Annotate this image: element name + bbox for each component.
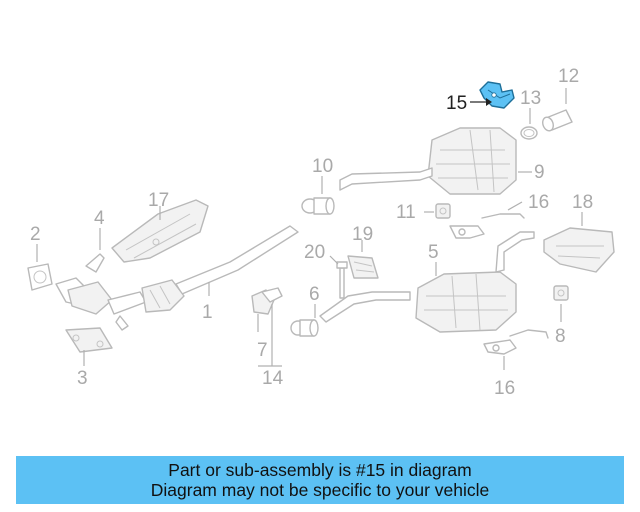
catalytic-converter-assembly[interactable] — [55, 277, 185, 331]
pipe-rear-link — [495, 231, 535, 273]
part-13-clamp[interactable] — [520, 126, 538, 140]
callout-9: 9 — [534, 162, 545, 183]
callout-7: 7 — [257, 340, 268, 361]
callout-12: 12 — [558, 66, 579, 87]
part-3-flange[interactable] — [65, 327, 113, 353]
callout-10: 10 — [312, 156, 333, 177]
part-17-heat-shield[interactable] — [111, 199, 209, 263]
callout-20: 20 — [304, 242, 325, 263]
pipe-intermediate-rear — [339, 167, 433, 191]
callout-17: 17 — [148, 190, 169, 211]
part-16-upper-bracket[interactable] — [449, 213, 525, 239]
part-19-heat-shield[interactable] — [347, 255, 379, 279]
callout-13: 13 — [520, 88, 541, 109]
part-11-rubber-mount[interactable] — [435, 203, 451, 219]
part-8-rubber-mount[interactable] — [553, 285, 569, 301]
part-2-gasket[interactable] — [27, 263, 53, 291]
callout-14: 14 — [262, 368, 284, 389]
part-6-flange[interactable] — [290, 319, 319, 337]
leader-20 — [329, 255, 339, 265]
banner-line-2: Diagram may not be specific to your vehi… — [150, 480, 490, 500]
part-7-bracket[interactable] — [251, 287, 283, 315]
callout-2: 2 — [30, 224, 41, 245]
part-9-rear-muffler[interactable] — [427, 127, 517, 195]
part-20-stud[interactable] — [336, 261, 348, 299]
part-4-bracket[interactable] — [85, 253, 105, 273]
callout-4: 4 — [94, 208, 105, 229]
pipe-front-long — [175, 225, 299, 295]
callout-8: 8 — [555, 326, 566, 347]
part-10-flange-gasket[interactable] — [301, 197, 335, 215]
info-banner: Part or sub-assembly is #15 in diagram D… — [16, 456, 624, 504]
callout-1: 1 — [202, 302, 213, 323]
part-18-heat-shield[interactable] — [543, 227, 615, 273]
arrow-15 — [486, 98, 492, 106]
leader-14 — [258, 304, 282, 367]
callout-3: 3 — [77, 368, 88, 389]
callout-18: 18 — [572, 192, 593, 213]
part-15-hanger-bracket[interactable] — [479, 81, 515, 109]
callout-5: 5 — [428, 242, 439, 263]
callout-15: 15 — [446, 93, 467, 114]
callout-16b: 16 — [494, 378, 515, 399]
banner-line-1: Part or sub-assembly is #15 in diagram — [168, 460, 472, 480]
part-12-tailpipe-tip[interactable] — [541, 109, 573, 132]
pipe-center — [319, 291, 411, 323]
exhaust-system-diagram: 15 12 13 9 10 11 16 — [27, 66, 615, 399]
callout-11: 11 — [396, 202, 416, 223]
callout-16a: 16 — [528, 192, 549, 213]
leader-16a — [507, 201, 523, 211]
part-5-center-muffler[interactable] — [415, 271, 517, 333]
callout-6: 6 — [309, 284, 320, 305]
callout-19: 19 — [352, 224, 373, 245]
part-16-lower-bracket[interactable] — [483, 329, 549, 355]
